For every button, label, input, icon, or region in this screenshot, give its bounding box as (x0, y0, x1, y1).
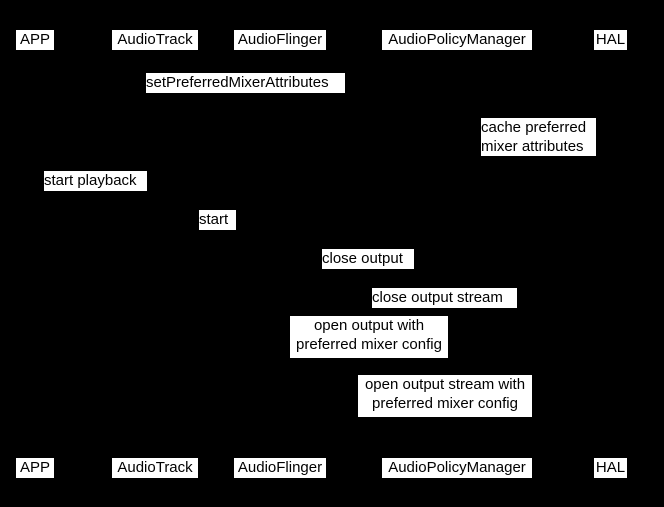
message-line-2: mixer attributes (481, 138, 584, 155)
arrow-cache-preferred-mixer-attributes (457, 122, 480, 160)
message-line-1: open output with (313, 317, 425, 334)
message-line-1: cache preferred (481, 119, 587, 136)
message-label-open-output-with-preferred-mixer-config: open output with preferred mixer config (290, 316, 448, 358)
participant-label-audiotrack-top: AudioTrack (112, 30, 198, 50)
message-label-close-output-stream: close output stream (372, 288, 517, 308)
message-label-start-playback: start playback (44, 171, 147, 191)
arrow-start-playback (35, 194, 155, 195)
participant-label-audioflinger-bottom: AudioFlinger (234, 458, 326, 478)
message-line-2: preferred mixer config (296, 336, 442, 353)
message-label-cache-preferred-mixer-attributes: cache preferred mixer attributes (481, 118, 596, 156)
arrow-start (155, 233, 280, 234)
participant-label-hal-bottom: HAL (594, 458, 627, 478)
message-label-open-output-stream-with-preferred-mixer-config: open output stream with preferred mixer … (358, 375, 532, 417)
message-line-2: preferred mixer config (372, 395, 518, 412)
lifeline-audiopolicymanager (457, 52, 458, 456)
message-label-close-output: close output (322, 249, 414, 269)
participant-label-audiotrack-bottom: AudioTrack (112, 458, 198, 478)
lifeline-audioflinger (280, 52, 281, 456)
participant-label-audiopolicymanager-top: AudioPolicyManager (382, 30, 532, 50)
lifeline-audiotrack (155, 52, 156, 456)
arrow-open-output-with-preferred-mixer-config (280, 360, 457, 361)
lifeline-app (35, 52, 36, 456)
participant-label-app-bottom: APP (16, 458, 54, 478)
participant-label-hal-top: HAL (594, 30, 627, 50)
arrow-open-output-stream-with-preferred-mixer-config (457, 419, 610, 420)
message-label-start: start (199, 210, 236, 230)
message-label-set-preferred-mixer-attributes: setPreferredMixerAttributes (146, 73, 345, 93)
message-line-1: open output stream with (364, 376, 526, 393)
participant-label-audioflinger-top: AudioFlinger (234, 30, 326, 50)
participant-label-app-top: APP (16, 30, 54, 50)
arrow-close-output (280, 272, 457, 273)
arrow-close-output-stream (457, 311, 610, 312)
participant-label-audiopolicymanager-bottom: AudioPolicyManager (382, 458, 532, 478)
lifeline-hal (610, 52, 611, 456)
arrow-set-preferred-mixer-attributes (35, 96, 457, 97)
